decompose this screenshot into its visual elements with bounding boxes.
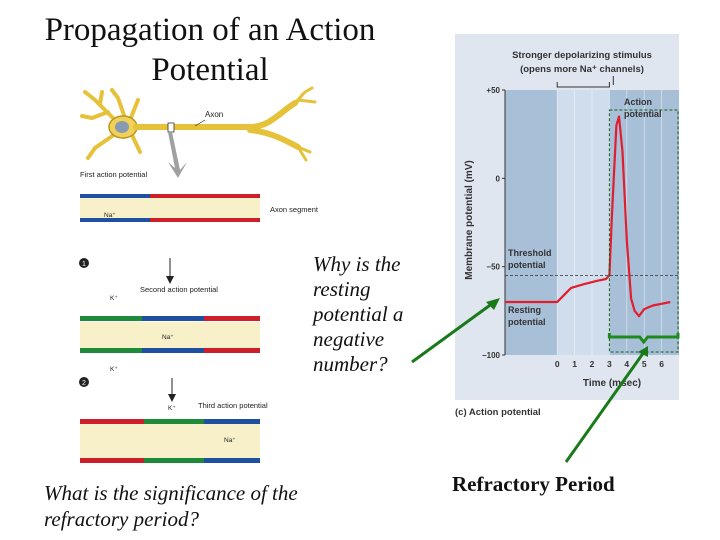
step-2: 2 [82, 380, 86, 387]
stimulus-window [557, 90, 610, 355]
y-tick-label: +50 [486, 86, 500, 95]
chart-title-line1: Stronger depolarizing stimulus [512, 50, 652, 61]
action-potential-chart: Stronger depolarizing stimulus (opens mo… [455, 34, 680, 418]
x-tick-label: 4 [624, 359, 629, 369]
chart-caption: (c) Action potential [455, 407, 541, 418]
annotation-arrows [411, 298, 648, 463]
axon-segment-marker [167, 122, 175, 133]
step-1-badge [79, 258, 89, 268]
axon-segment-label: Axon segment [270, 205, 319, 214]
second-ap-label: Second action potential [140, 285, 218, 294]
annotation-action-line1: Action [624, 97, 652, 107]
refractory-arrow [564, 351, 646, 463]
first-ap-label: First action potential [80, 170, 147, 179]
annotation-threshold-line2: potential [508, 260, 546, 270]
axon-terminals [293, 86, 317, 162]
third-ap-label: Third action potential [198, 401, 268, 410]
step-1: 1 [82, 261, 86, 268]
chart-title-line2: (opens more Na⁺ channels) [520, 64, 644, 75]
membrane-panel-3: Na⁺ K⁺ [80, 405, 260, 463]
x-tick-label: 0 [555, 359, 560, 369]
membrane-panel-2: Na⁺ K⁺ K⁺ [80, 295, 260, 373]
step-2-badge [79, 377, 89, 387]
membrane-panel-1: Na⁺ [80, 194, 260, 222]
refractory-bracket [607, 333, 680, 345]
plot-area: +50 0 −50 −100 0 1 2 3 4 5 6 [482, 76, 680, 369]
y-tick-label: −100 [482, 351, 501, 360]
stimulus-bracket [556, 82, 610, 88]
y-tick-label: −50 [486, 263, 500, 272]
axon [133, 100, 301, 150]
k-ion-2b: K⁺ [110, 366, 118, 373]
slide-title-line1: Propagation of an Action [44, 12, 376, 48]
y-tick-label: 0 [496, 174, 501, 183]
nucleus [115, 121, 129, 133]
zoom-arrow [168, 132, 187, 178]
na-ion-3: Na⁺ [224, 437, 236, 444]
dendrites [80, 88, 142, 160]
refractory-period-label: Refractory Period [452, 472, 615, 496]
annotation-action-line2: potential [624, 109, 662, 119]
neuron-figure: Axon First action potential Na⁺ Axon seg… [79, 86, 319, 463]
x-tick-label: 5 [642, 359, 647, 369]
refractory-dashed-box [608, 109, 679, 353]
x-tick-label: 3 [607, 359, 612, 369]
annotation-resting-line1: Resting [508, 305, 541, 315]
annotation-threshold-line1: Threshold [508, 248, 552, 258]
k-ion-2a: K⁺ [110, 295, 118, 302]
na-ion-2: Na⁺ [162, 334, 174, 341]
y-axis-label: Membrane potential (mV) [464, 160, 475, 279]
x-tick-label: 1 [572, 359, 577, 369]
resting-potential-question: Why is the resting potential a negative … [313, 252, 404, 376]
slide-title: Propagation of an Action Potential [0, 10, 420, 90]
annotation-resting-line2: potential [508, 317, 546, 327]
na-ion-1: Na⁺ [104, 212, 116, 219]
slide-title-line2: Potential [151, 52, 269, 88]
x-axis-label: Time (msec) [583, 378, 641, 389]
x-tick-label: 6 [659, 359, 664, 369]
k-ion-3: K⁺ [168, 405, 176, 412]
x-tick-label: 2 [590, 359, 595, 369]
action-potential-trace [505, 115, 671, 318]
axon-label: Axon [205, 110, 223, 119]
refractory-question: What is the significance of the refracto… [44, 481, 298, 531]
resting-arrow [411, 301, 494, 364]
